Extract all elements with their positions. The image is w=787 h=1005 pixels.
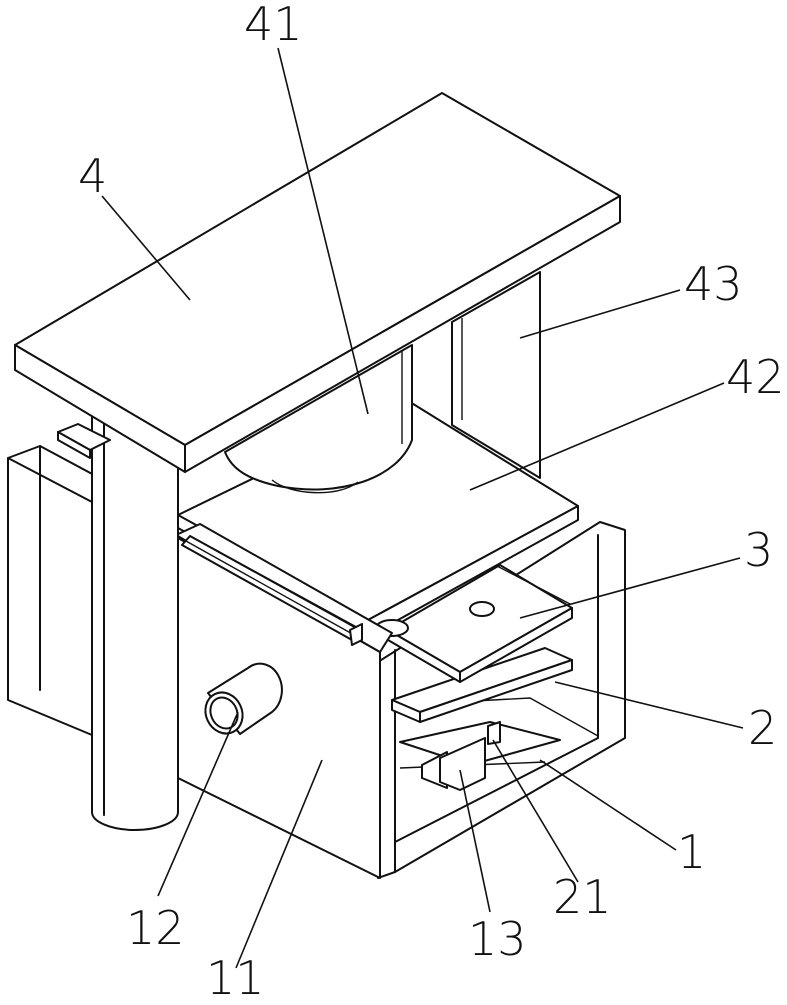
label-43: 43	[684, 257, 743, 311]
label-2: 2	[748, 701, 777, 755]
label-13: 13	[468, 912, 527, 966]
label-1: 1	[677, 825, 706, 879]
pillar	[91, 414, 179, 831]
lower-parts	[391, 647, 573, 791]
label-3: 3	[744, 523, 773, 577]
cylinder-41	[224, 344, 413, 494]
label-11: 11	[206, 951, 265, 1000]
label-21: 21	[553, 870, 612, 924]
plate-3	[387, 564, 573, 683]
label-4: 4	[78, 149, 107, 203]
reference-numerals: 4 41 43 42 3 2 1 21 13 12 11	[78, 0, 785, 1005]
label-41: 41	[244, 0, 303, 51]
top-plate-4	[14, 92, 621, 473]
label-42: 42	[726, 350, 785, 404]
bracket	[57, 423, 111, 459]
front-box-11	[175, 523, 393, 879]
label-12: 12	[126, 901, 185, 955]
leader-lines	[101, 47, 744, 969]
column-43	[451, 271, 541, 479]
